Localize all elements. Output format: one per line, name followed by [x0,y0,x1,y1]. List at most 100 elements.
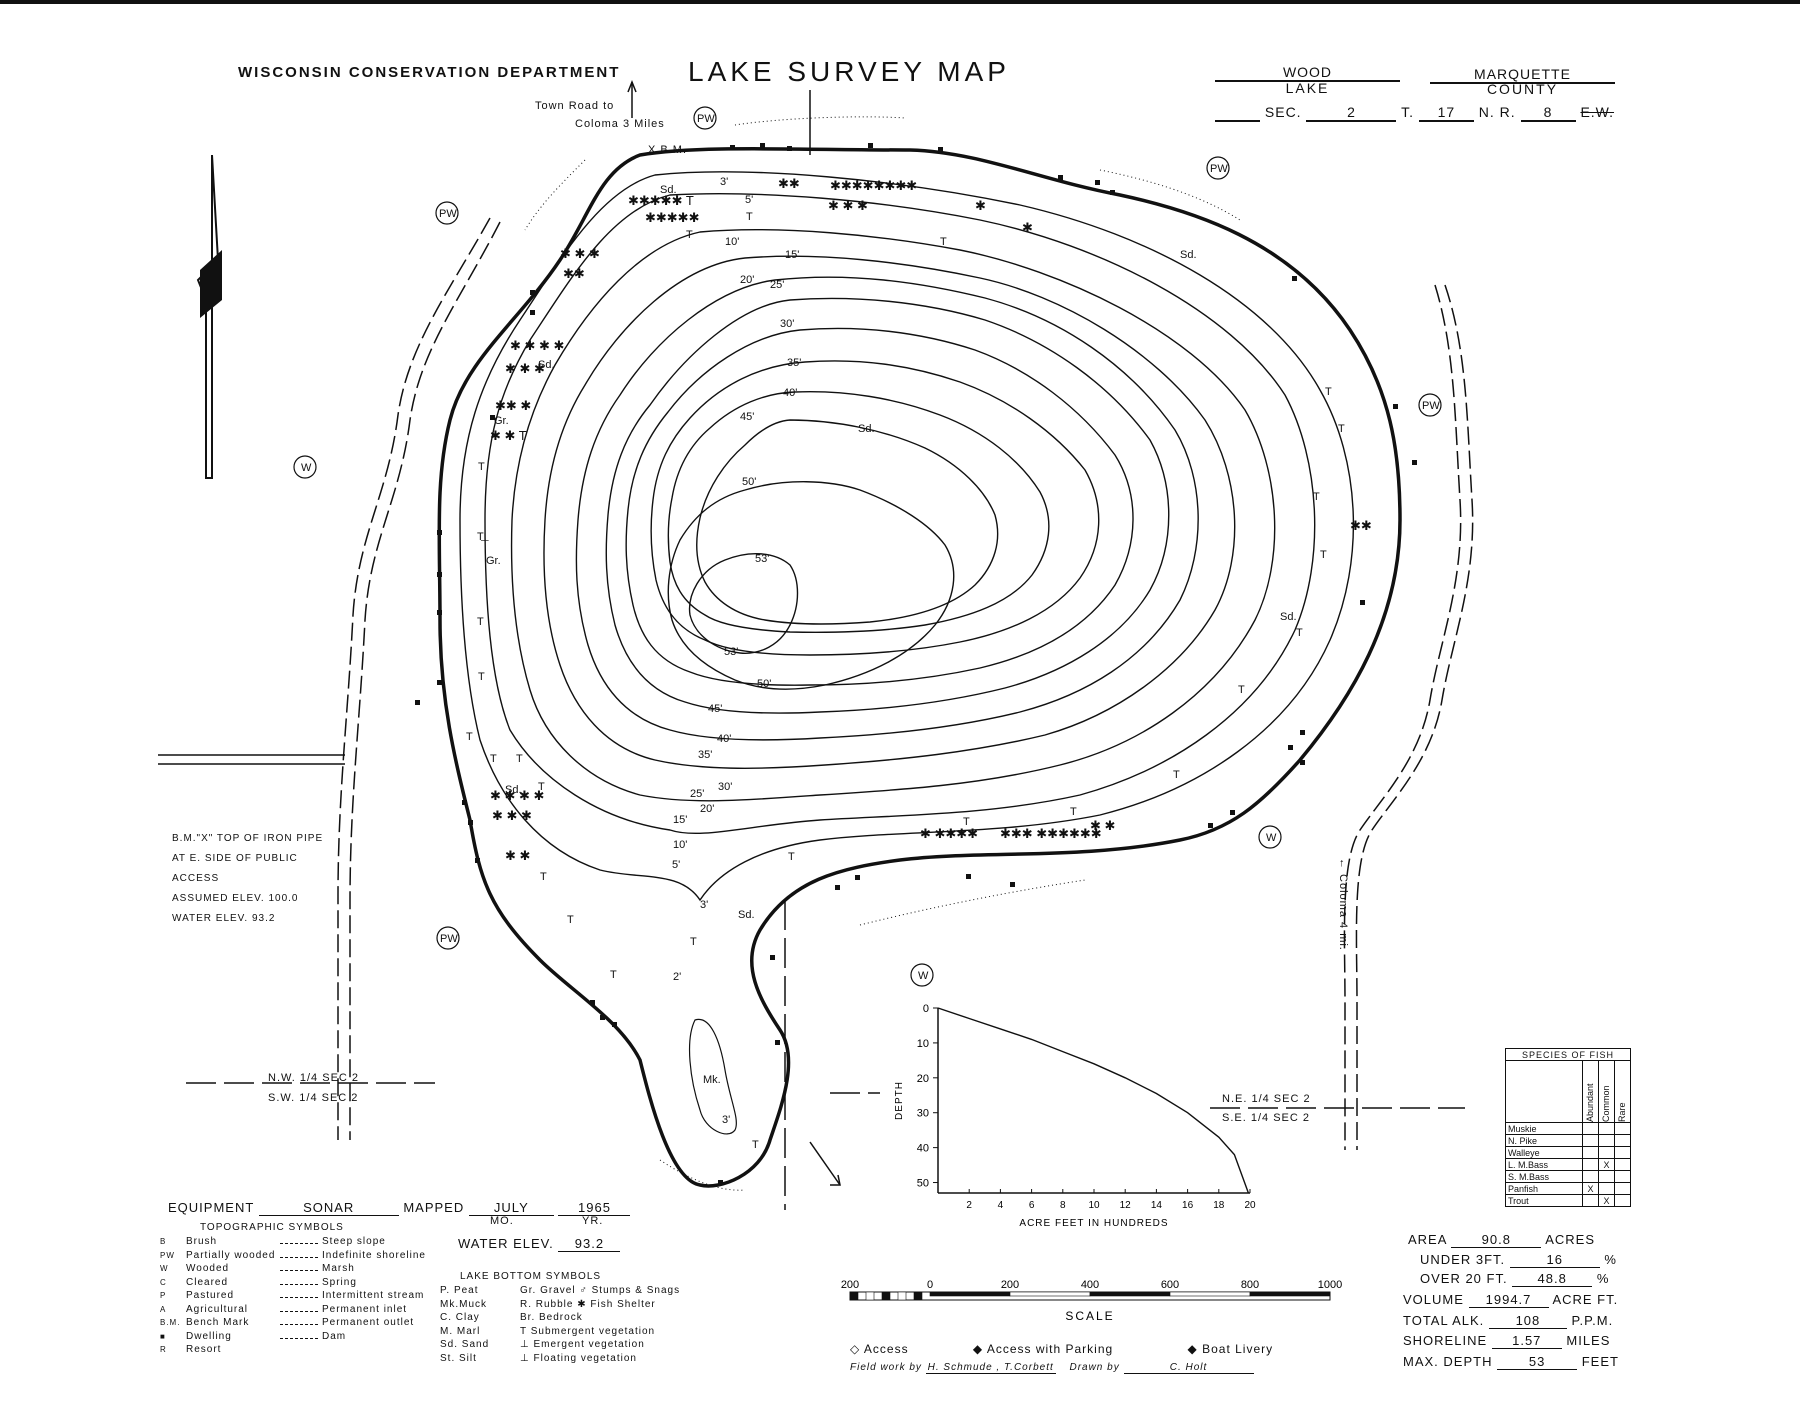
topo-symbol-item: Steep slope [280,1236,426,1250]
svg-text:✱✱ ✱: ✱✱ ✱ [495,398,531,413]
topo-symbol-item: Permanent inlet [280,1304,426,1318]
stat-value: 1.57 [1491,1333,1562,1349]
topo-symbol-item: Intermittent stream [280,1290,426,1304]
pw-label: PW [1210,163,1228,175]
depth-label: 15' [673,814,687,826]
topo-symbol-label: Dam [322,1330,347,1342]
svg-text:T: T [477,531,484,543]
stat-label: OVER 20 FT. [1420,1271,1508,1286]
scale-bar-segment [1009,1291,1091,1297]
depth-label: 50' [757,678,771,690]
sw-section-label: S.W. 1/4 SEC 2 [268,1092,359,1104]
wooded-symbols [293,106,1442,987]
topo-line-icon [280,1237,318,1244]
svg-text:✱✱: ✱✱ [778,176,800,191]
water-elev-value: 93.2 [558,1236,621,1252]
svg-text:T: T [1313,491,1320,503]
bottom-symbol-item: C. Clay [440,1312,480,1323]
depth-label: 45' [708,703,722,715]
chart-x-tick-label: 12 [1120,1200,1132,1211]
topo-line-icon [280,1332,318,1339]
depth-label: 10' [673,839,687,851]
r-value: 8 [1520,104,1576,122]
topo-symbol-label: Brush [186,1236,218,1247]
svg-text:T: T [963,816,970,828]
bottom-mark: Gr. [494,415,509,427]
fish-species-name: S. M.Bass [1505,1170,1583,1183]
stat-value: 16 [1509,1252,1600,1268]
map-title: LAKE SURVEY MAP [688,56,1010,87]
fish-abundance-cell [1614,1182,1631,1195]
svg-text:✱ ✱ T: ✱ ✱ T [490,428,527,443]
equipment-row: EQUIPMENT SONAR MAPPED JULY 1965 [168,1200,631,1216]
bottom-mark: Gr. [486,555,501,567]
topo-symbol-label: Permanent outlet [322,1317,415,1328]
stat-value: 53 [1497,1354,1578,1370]
svg-text:T: T [752,1139,759,1151]
topo-symbol-item: Marsh [280,1263,426,1277]
mo-caption: MO. [490,1215,514,1227]
svg-text:T: T [940,236,947,248]
bottom-mark: Sd. [660,184,677,196]
fish-abundance-cell [1598,1146,1615,1159]
bottom-mark: Sd. [738,909,755,921]
stat-value: 48.8 [1512,1271,1593,1287]
shoreline [437,147,1402,1188]
bottom-symbol-item: ⊥ Emergent vegetation [520,1339,645,1350]
depth-label: 35' [698,749,712,761]
section-lines [186,900,1465,1210]
equipment-value: SONAR [258,1200,399,1216]
field-work-value: H. Schmude , T.Corbett [925,1362,1056,1374]
topo-symbol-label: Agricultural [186,1303,249,1315]
chart-x-tick-label: 8 [1060,1200,1066,1211]
fish-abundance-cell [1614,1146,1631,1159]
topo-line-icon [280,1264,318,1271]
svg-text:T: T [610,969,617,981]
county-name: MARQUETTE [1474,66,1571,82]
topo-symbol-label: Steep slope [322,1236,386,1247]
svg-text:✱✱✱✱✱: ✱✱✱✱✱ [645,210,700,225]
svg-text:T: T [538,781,545,793]
topo-symbol-icon: ■ [160,1331,166,1341]
depth-label: 30' [780,318,794,330]
dwelling-icons [415,143,1417,1185]
stat-max-depth: MAX. DEPTH 53 FEET [1403,1354,1619,1370]
w-label: W [1266,832,1277,844]
topo-line-icon [280,1291,318,1298]
benchmark-note-line: ASSUMED ELEV. 100.0 [172,893,299,904]
svg-text:✱ ✱ ✱: ✱ ✱ ✱ [560,246,600,261]
pw-label: PW [440,933,458,945]
depth-label: 25' [770,279,784,291]
stat-shoreline: SHORELINE 1.57 MILES [1403,1333,1610,1349]
fish-abundance-cell [1614,1134,1631,1147]
access-legend: ◇ Access ◆ Access with Parking ◆ Boat Li… [850,1342,1273,1356]
lake-caption: LAKE [1285,80,1330,96]
svg-text:T: T [686,229,693,241]
north-arrow-icon [196,154,222,479]
stat-value: 1994.7 [1468,1292,1549,1308]
benchmark-note: B.M."X" TOP OF IRON PIPE AT E. SIDE OF P… [172,829,323,929]
fish-col-abundant: Abundant [1582,1060,1599,1123]
chart-x-label: ACRE FEET IN HUNDREDS [1019,1218,1168,1229]
fish-abundance-cell [1582,1122,1599,1135]
county-caption: COUNTY [1486,81,1559,97]
equipment-label: EQUIPMENT [168,1200,255,1215]
depth-labels: 3' 5' 10' 15' 20' 25' 30' 35' 40' 45' 50… [672,176,801,1126]
depth-label: 40' [783,387,797,399]
topo-symbol-label: Resort [186,1344,222,1355]
topo-symbol-icon: B.M. [160,1318,181,1327]
svg-text:T: T [690,936,697,948]
lake-name: WOOD [1215,64,1400,80]
w-label: W [918,970,929,982]
svg-text:T: T [540,871,547,883]
county-name-line [1430,82,1615,84]
fish-abundance-cell [1582,1134,1599,1147]
drawn-by-label: Drawn by [1069,1362,1120,1373]
bottom-mark: Sd. [858,423,875,435]
